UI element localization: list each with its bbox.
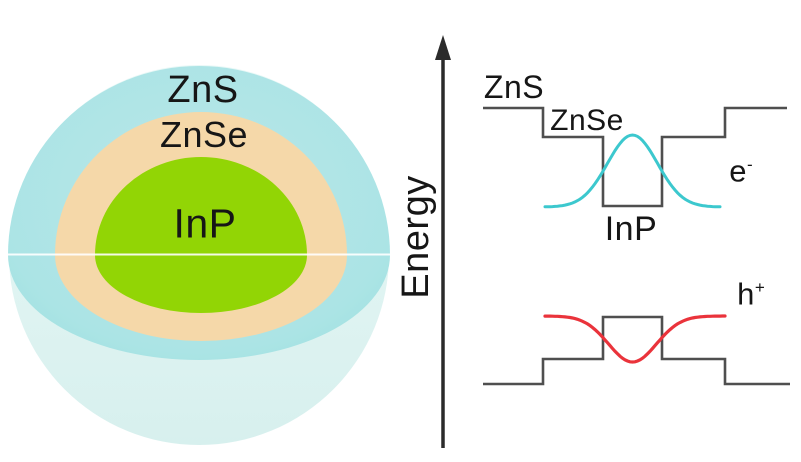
band-label-inp: InP xyxy=(604,210,658,248)
sphere-label-zns: ZnS xyxy=(167,69,239,111)
valence-band-profile xyxy=(483,315,790,386)
conduction-band-profile xyxy=(483,106,787,208)
sphere-layer-inp xyxy=(95,157,307,313)
energy-axis-label: Energy xyxy=(395,175,437,299)
energy-axis-arrow xyxy=(435,35,451,448)
hole-symbol: h xyxy=(737,276,755,312)
electron-charge-superscript: - xyxy=(747,155,753,175)
electron-wavefunction-curve xyxy=(543,133,722,209)
electron-label: e- xyxy=(729,156,752,187)
sphere-label-znse: ZnSe xyxy=(159,114,249,155)
hole-wavefunction-curve xyxy=(543,314,727,364)
band-label-znse: ZnSe xyxy=(550,104,624,137)
electron-symbol: e xyxy=(729,153,748,189)
band-label-zns: ZnS xyxy=(483,69,545,105)
hole-charge-superscript: + xyxy=(754,278,765,298)
sphere-label-inp: InP xyxy=(173,200,237,247)
energy-axis-arrowhead xyxy=(435,35,451,60)
hole-label: h+ xyxy=(737,279,765,310)
